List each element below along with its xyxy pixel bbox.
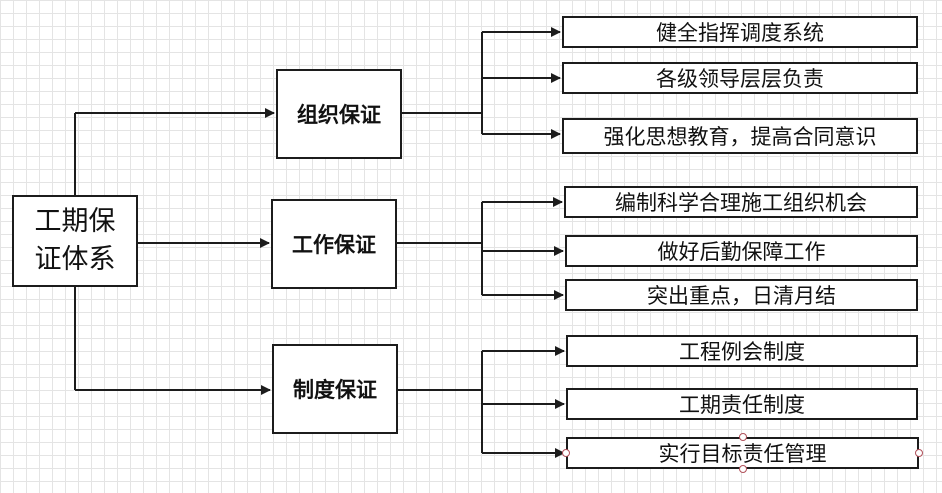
leaf-node-label: 工程例会制度 xyxy=(679,340,805,364)
leaf-node[interactable]: 突出重点，日清月结 xyxy=(565,279,918,311)
leaf-node-label: 突出重点，日清月结 xyxy=(647,284,836,308)
leaf-node[interactable]: 工程例会制度 xyxy=(566,335,918,367)
leaf-node[interactable]: 工期责任制度 xyxy=(566,388,918,420)
leaf-node-label: 编制科学合理施工组织机会 xyxy=(615,191,867,215)
root-node-label: 工期保证体系 xyxy=(34,206,116,275)
root-node[interactable]: 工期保证体系 xyxy=(12,195,138,287)
leaf-node-label: 工期责任制度 xyxy=(679,393,805,417)
leaf-node[interactable]: 各级领导层层负责 xyxy=(562,62,918,94)
selection-handle-bottom[interactable] xyxy=(739,465,747,473)
leaf-node-label: 实行目标责任管理 xyxy=(658,442,827,466)
leaf-node-label: 各级领导层层负责 xyxy=(656,67,824,91)
group-node-organization[interactable]: 组织保证 xyxy=(276,69,402,159)
group-node-label: 制度保证 xyxy=(293,378,377,402)
leaf-node-label: 健全指挥调度系统 xyxy=(656,21,824,45)
leaf-node[interactable]: 强化思想教育，提高合同意识 xyxy=(562,118,918,154)
group-node-work[interactable]: 工作保证 xyxy=(271,199,397,289)
leaf-node-label: 强化思想教育，提高合同意识 xyxy=(603,125,877,149)
leaf-node[interactable]: 编制科学合理施工组织机会 xyxy=(564,186,918,218)
leaf-node-label: 做好后勤保障工作 xyxy=(657,240,826,264)
leaf-node[interactable]: 健全指挥调度系统 xyxy=(562,16,918,48)
group-node-label: 工作保证 xyxy=(292,233,376,257)
selection-handle-right[interactable] xyxy=(915,449,923,457)
group-node-system[interactable]: 制度保证 xyxy=(272,344,398,434)
group-node-label: 组织保证 xyxy=(297,103,381,127)
selection-handle-top[interactable] xyxy=(739,433,747,441)
selection-handle-left[interactable] xyxy=(562,449,570,457)
leaf-node[interactable]: 做好后勤保障工作 xyxy=(565,235,918,267)
